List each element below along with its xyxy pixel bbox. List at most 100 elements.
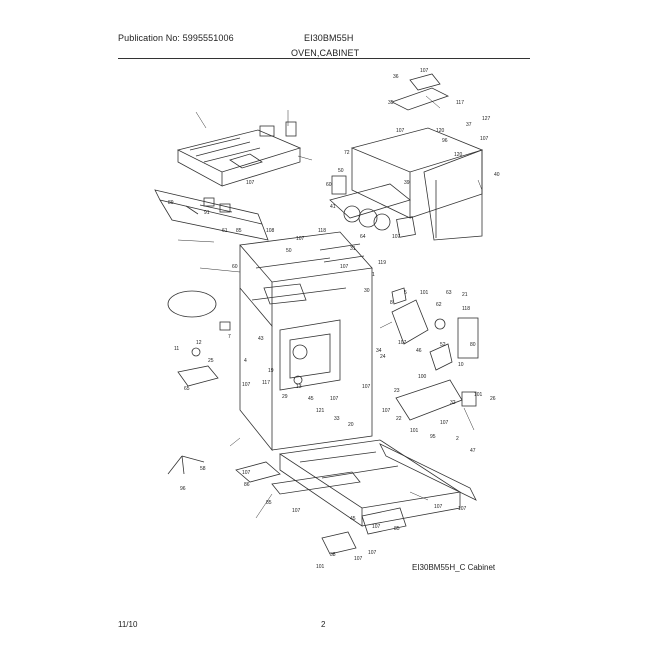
part-callout: 85 <box>236 228 242 234</box>
part-callout: 13 <box>296 384 302 390</box>
part-callout: 63 <box>446 290 452 296</box>
part-callout: 38 <box>330 552 336 558</box>
part-callout: 118 <box>462 306 470 312</box>
part-callout: 37 <box>466 122 472 128</box>
part-callout: 107 <box>480 136 489 142</box>
part-callout: 64 <box>360 234 366 240</box>
part-callout: 120 <box>454 152 463 158</box>
part-callout: 107 <box>242 382 251 388</box>
part-callout: 23 <box>394 388 400 394</box>
electrical-bracket <box>391 287 479 421</box>
part-callout: 101 <box>316 564 325 570</box>
part-callout: 117 <box>456 100 464 106</box>
part-callout: 107 <box>362 384 371 390</box>
part-callout: 89 <box>168 200 174 206</box>
part-callout: 107 <box>398 340 407 346</box>
part-callout: 107 <box>420 68 429 74</box>
part-callout: 107 <box>392 234 401 240</box>
section-title: OVEN,CABINET <box>291 48 360 58</box>
oven-cavity <box>239 231 373 452</box>
footer-page-number: 2 <box>321 620 326 629</box>
part-callout: 50 <box>338 168 344 174</box>
part-callout: 40 <box>494 172 500 178</box>
part-callout: 7 <box>228 334 231 340</box>
part-callout: 50 <box>286 248 292 254</box>
part-callout: 101 <box>410 428 419 434</box>
part-callout: 95 <box>430 434 436 440</box>
model-number: EI30BM55H <box>304 33 354 43</box>
cover-plate <box>177 365 219 387</box>
part-callout: 39 <box>404 180 410 186</box>
part-callout: 58 <box>200 466 206 472</box>
part-callout: 96 <box>442 138 448 144</box>
foot-bracket <box>235 461 281 483</box>
header-rule <box>118 58 530 59</box>
part-callout: 19 <box>268 368 274 374</box>
part-callout: 107 <box>330 396 339 402</box>
part-callout: 33 <box>334 416 340 422</box>
part-callout: 25 <box>208 358 214 364</box>
part-callout: 12 <box>196 340 202 346</box>
part-callout: 60 <box>232 264 238 270</box>
part-callout: 86 <box>244 482 250 488</box>
part-callout: 22 <box>396 416 402 422</box>
part-callout: 117 <box>262 380 270 386</box>
part-callout: 107 <box>242 470 251 476</box>
part-callout: 43 <box>258 336 264 342</box>
part-callout: 107 <box>396 128 405 134</box>
part-callout: 107 <box>246 180 255 186</box>
part-callout: 31 <box>350 246 356 252</box>
part-callout: 2 <box>456 436 459 442</box>
part-callout: 107 <box>434 504 443 510</box>
part-callout: 45 <box>308 396 314 402</box>
part-callout: 41 <box>330 204 336 210</box>
gasket-ring <box>167 290 217 318</box>
part-callout: 34 <box>376 348 382 354</box>
part-callout: 107 <box>296 236 305 242</box>
part-callout: 24 <box>380 354 386 360</box>
part-callout: 107 <box>340 264 349 270</box>
part-callout: 107 <box>382 408 391 414</box>
part-callout: 61 <box>222 228 228 234</box>
part-callout: 107 <box>440 420 449 426</box>
part-callout: 119 <box>378 260 386 266</box>
part-callout: 80 <box>470 342 476 348</box>
control-panel <box>154 189 269 241</box>
part-callout: 62 <box>436 302 442 308</box>
part-callout: 5 <box>404 290 407 296</box>
part-callout: 35 <box>388 100 394 106</box>
part-callout: 85 <box>266 500 272 506</box>
part-callout: 121 <box>316 408 325 414</box>
part-callout: 4 <box>244 358 247 364</box>
part-callout: 127 <box>482 116 491 122</box>
control-housing-assembly <box>176 121 302 187</box>
part-callout: 101 <box>420 290 429 296</box>
part-callout: 101 <box>474 392 483 398</box>
part-callout: 60 <box>326 182 332 188</box>
part-callout: 26 <box>490 396 496 402</box>
part-callout: 46 <box>416 348 422 354</box>
part-callout: 107 <box>292 508 301 514</box>
part-callout: 108 <box>266 228 275 234</box>
part-callout: 1 <box>372 272 375 278</box>
part-callout: 30 <box>364 288 370 294</box>
part-callout: 65 <box>184 386 190 392</box>
part-callout: 36 <box>393 74 399 80</box>
part-callout: 29 <box>282 394 288 400</box>
part-callout: 107 <box>354 556 363 562</box>
diagram-caption: EI30BM55H_C Cabinet <box>412 563 496 572</box>
part-callout: 96 <box>180 486 186 492</box>
part-callout: 72 <box>344 150 350 156</box>
base-pan <box>278 439 477 527</box>
part-callout: 21 <box>462 292 468 298</box>
part-callout: 20 <box>348 422 354 428</box>
footer-date: 11/10 <box>118 620 138 629</box>
blower-assembly <box>329 175 416 238</box>
part-callout: 118 <box>318 228 326 234</box>
part-callout: 52 <box>440 342 446 348</box>
part-callout: 47 <box>470 448 476 454</box>
part-callout: 45 <box>350 516 356 522</box>
outer-wrapper <box>350 73 484 241</box>
